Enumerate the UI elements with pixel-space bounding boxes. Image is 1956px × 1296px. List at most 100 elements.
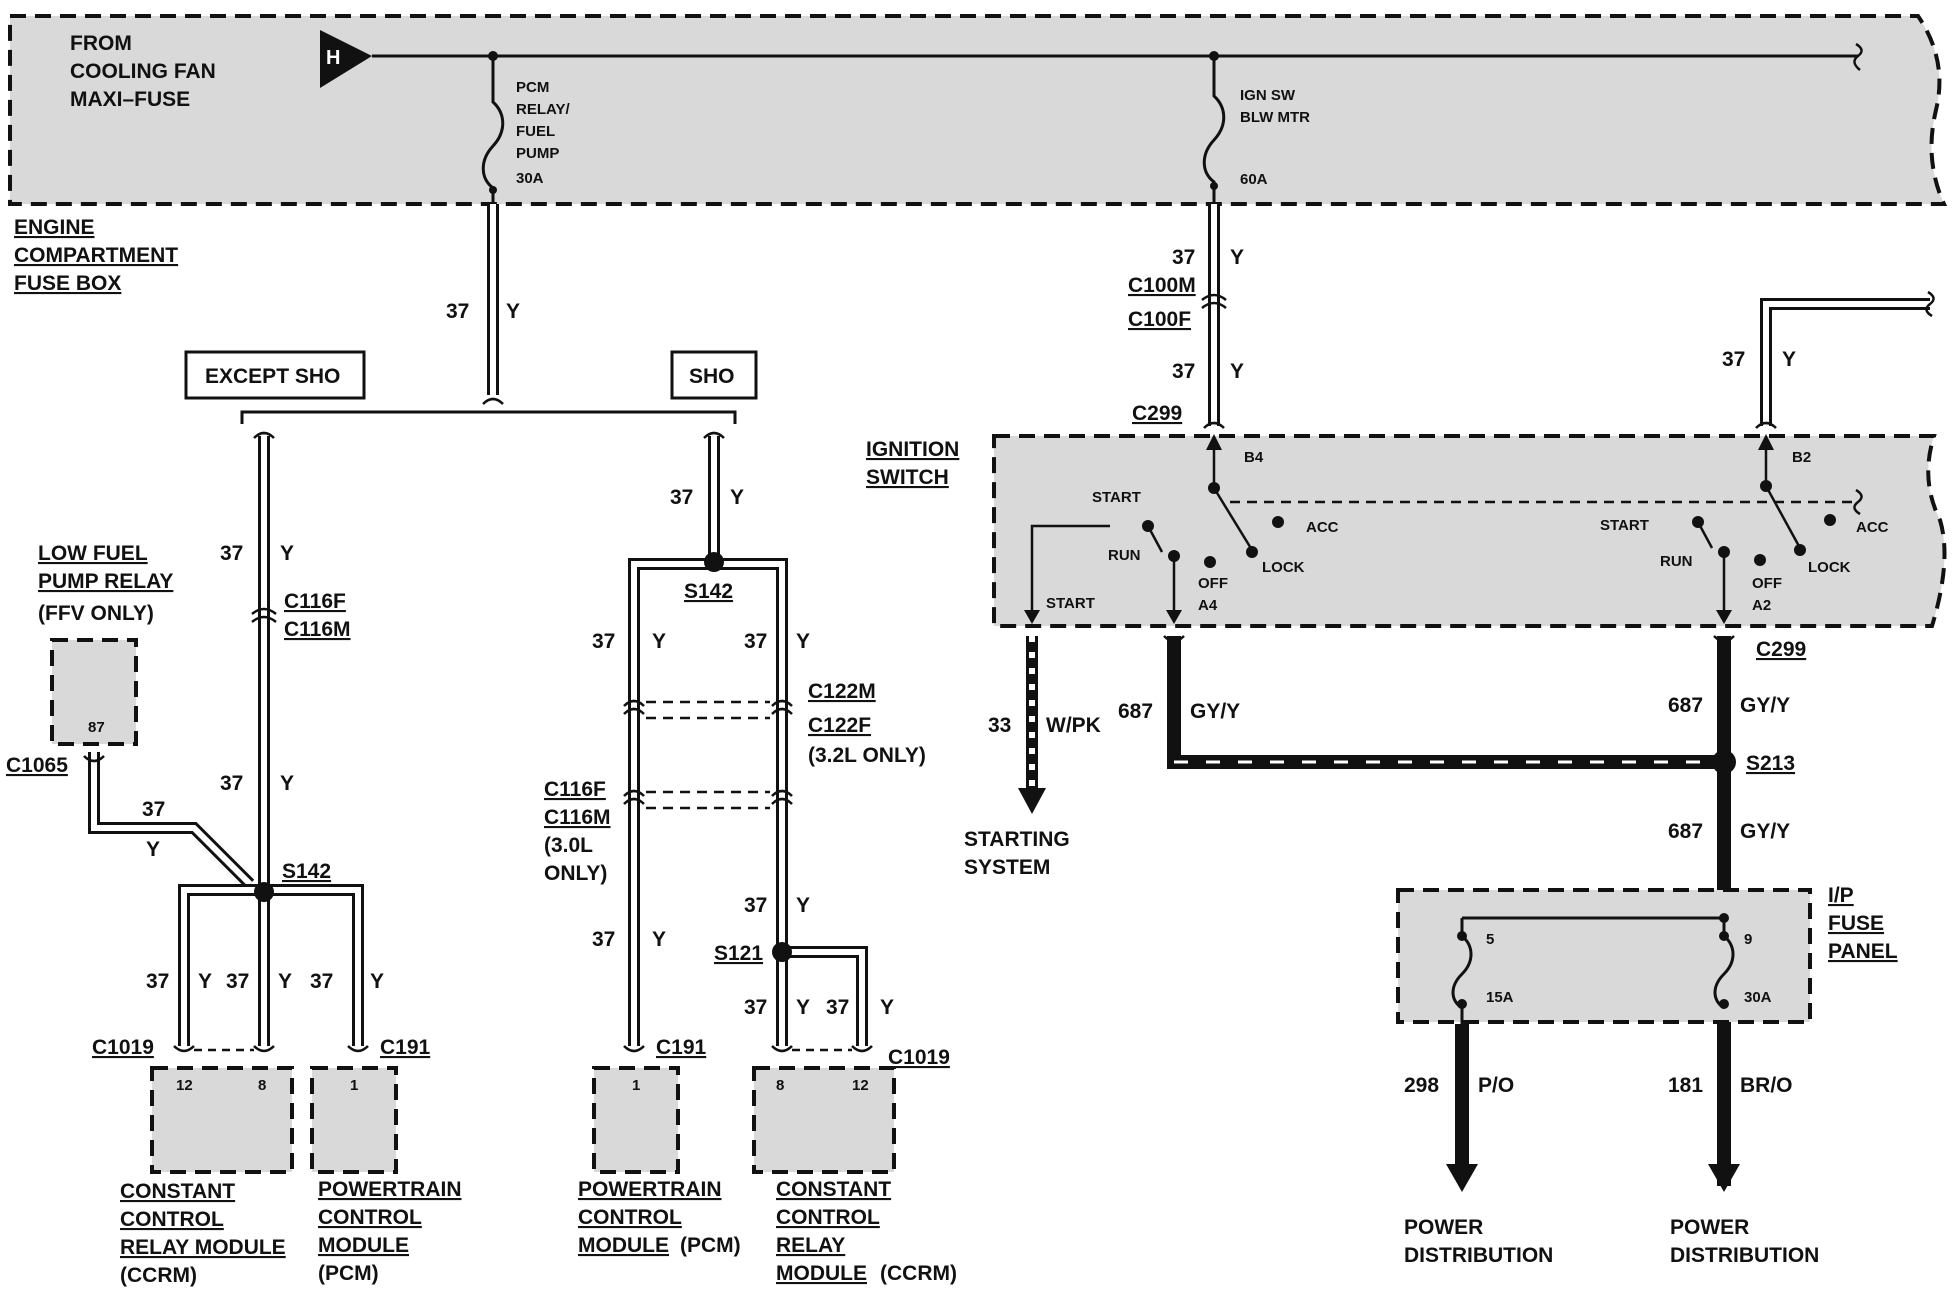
ign-right-off-terminal [1754,554,1766,566]
fusebox-from-line1: FROM [70,32,132,55]
fusebox-from-line2: COOLING FAN [70,60,216,83]
sho-right-color-a: Y [796,630,810,653]
ign-left-start-top: START [1092,489,1141,506]
ign-left-contact-arm [1212,487,1254,551]
pcm-module-left [310,1066,398,1174]
except-sho-circuit-a: 37 [220,542,243,565]
except-sho-color-b: Y [280,772,294,795]
power-right-l2: DISTRIBUTION [1670,1244,1819,1267]
run-a4-heavy-wire [1167,636,1724,769]
starting-arrow-icon [1018,788,1046,814]
c116f-sho-label: C116F [544,778,606,801]
ign-right-start-link [1696,521,1714,549]
ign-left-start-link [1030,524,1164,614]
ign-feed-color-b: Y [1230,360,1244,383]
fuse-ign-label-l1: IGN SW [1240,87,1296,104]
ccrm-module-left [150,1066,294,1174]
s213-out-color: GY/Y [1740,820,1790,843]
c122-link [646,700,770,720]
fuse-ign-terminal [1210,182,1218,190]
c116-sho-note-l1: (3.0L [544,834,593,857]
ign-left-run: RUN [1108,547,1141,564]
feed-color: Y [506,300,520,323]
ign-right-off: OFF [1752,575,1782,592]
sho-left-circuit-a: 37 [592,630,615,653]
b2-feed-circuit: 37 [1722,348,1745,371]
ccrm-left-l2: CONTROL [120,1208,224,1231]
ccrm-sho-l3: RELAY [776,1234,845,1257]
relay-label-l2: PUMP RELAY [38,570,173,593]
fuse-ign-label-l2: BLW MTR [1240,109,1310,126]
bro-wire-circuit: 181 [1668,1074,1703,1097]
fuse-5-terminal-bottom [1457,999,1467,1009]
ip-fuse-panel-box [1396,888,1812,1024]
pcm-sho-l3: MODULE [578,1234,669,1257]
c116-except-symbol [251,607,277,623]
c299-top-b4-symbol [1203,421,1225,429]
ccrm-left-pin8: 8 [258,1077,266,1094]
c116m-except-label: C116M [284,618,351,641]
fuse-9-symbol [1713,918,1735,1010]
ign-right-lock-terminal [1794,544,1806,556]
ign-left-a4: A4 [1198,597,1218,614]
sho-right-circuit-a: 37 [744,630,767,653]
ign-left-run-arrow [1166,610,1182,624]
ign-right-lock: LOCK [1808,559,1851,576]
pcm-left-l1: POWERTRAIN [318,1178,462,1201]
b2-feed-color: Y [1782,348,1796,371]
sho-trunk-cap [703,431,725,439]
sho-ccrm-wire2-color: Y [880,996,894,1019]
c191-sho-label: C191 [656,1036,707,1059]
ignition-link-end [1853,488,1863,516]
power-left-l2: DISTRIBUTION [1404,1244,1553,1267]
c122-symbol [623,699,793,715]
relay-output-wire-inner [91,752,253,887]
ccrm-wire2-color: Y [278,970,292,993]
fuse-ign-amp: 60A [1240,171,1268,188]
s121-label: S121 [714,942,763,965]
c191-left-label: C191 [380,1036,431,1059]
s213-label: S213 [1746,752,1795,775]
ign-left-start-bottom: START [1046,595,1095,612]
ccrm-sho-pin8: 8 [776,1077,784,1094]
connector-h-label: H [326,47,340,69]
sho-right-color-b: Y [796,894,810,917]
fuse-pcm-amp: 30A [516,170,544,187]
ign-feed-circuit-a: 37 [1172,246,1195,269]
ignition-label-l2: SWITCH [866,466,949,489]
fuse-ign-symbol [1202,56,1226,204]
ign-left-b4-arrow [1206,434,1222,450]
ign-left-acc: ACC [1306,519,1339,536]
ign-left-off: OFF [1198,575,1228,592]
except-sho-trunk-cap [253,431,275,439]
pcm-sho-pin1: 1 [632,1077,640,1094]
fuse-9-number: 9 [1744,931,1752,948]
c122m-label: C122M [808,680,876,703]
c100-symbol [1201,293,1227,309]
ccrm-left-pin12: 12 [176,1077,193,1094]
connector-h-icon [320,30,372,88]
po-wire-circuit: 298 [1404,1074,1439,1097]
fuse-9-amp: 30A [1744,989,1772,1006]
ign-right-start: START [1600,517,1649,534]
low-fuel-pump-relay-box [50,638,138,746]
ccrm-left-abbr: (CCRM) [120,1264,197,1287]
pcm-left-l3: MODULE [318,1234,409,1257]
ip-fuse-l3: PANEL [1828,940,1898,963]
ip-fuse-l2: FUSE [1828,912,1884,935]
a4-wire-color: GY/Y [1190,700,1240,723]
variant-bracket [240,410,737,424]
fuse-pcm-label-l4: PUMP [516,145,559,162]
ign-feed-color-a: Y [1230,246,1244,269]
variant-bracket-tip [482,397,504,405]
sho-ccrm-wire1-circuit: 37 [744,996,767,1019]
s142-left-distribution-inner [181,887,361,1046]
sho-label: SHO [689,365,735,388]
c299-bottom-label: C299 [1756,638,1806,661]
ign-right-contact-arm [1764,485,1802,549]
ign-right-acc-terminal [1824,514,1836,526]
ccrm-wire2-circuit: 37 [226,970,249,993]
except-sho-color-a: Y [280,542,294,565]
relay-label-l1: LOW FUEL [38,542,148,565]
